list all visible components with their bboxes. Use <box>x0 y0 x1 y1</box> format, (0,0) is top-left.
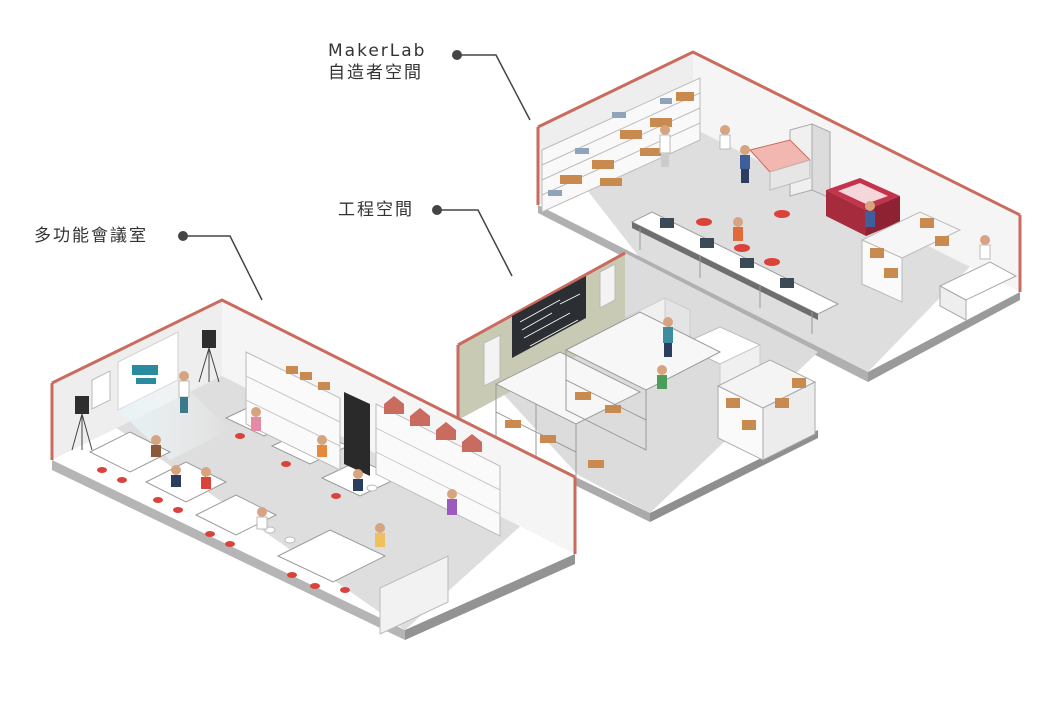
stool-icon <box>97 433 350 593</box>
leader-meeting <box>183 235 263 301</box>
person-icon <box>657 317 673 389</box>
engineering-right-shelf <box>716 359 817 461</box>
makerlab-label: MakerLab 自造者空間 <box>328 40 426 84</box>
leader-dot-icon <box>178 231 188 241</box>
person-icon <box>151 371 457 547</box>
meeting-room <box>50 298 577 640</box>
engineering-door <box>483 334 501 387</box>
engineering-title: 工程空間 <box>338 200 414 220</box>
meeting-window <box>91 370 111 410</box>
engineering-label: 工程空間 <box>338 199 414 221</box>
person-icon <box>659 125 991 260</box>
engineering-racks <box>494 311 722 481</box>
meeting-title: 多功能會議室 <box>34 226 148 246</box>
meeting-label: 多功能會議室 <box>34 225 148 247</box>
engineering-wall-top <box>457 251 626 347</box>
leader-makerlab <box>457 54 531 121</box>
makerlab-shelves <box>541 77 701 213</box>
makerlab-subtitle: 自造者空間 <box>328 63 423 83</box>
leader-dot-icon <box>432 205 442 215</box>
meeting-wall-top <box>51 298 576 479</box>
leader-dot-icon <box>452 50 462 60</box>
speaker-icon <box>71 330 220 451</box>
leader-lines <box>183 54 531 301</box>
blackboard-icon <box>512 276 586 358</box>
meeting-front-edge <box>52 460 405 640</box>
leader-engineering <box>437 209 513 277</box>
makerlab-right-shelves <box>860 211 1018 321</box>
meeting-cubby-shelf <box>379 555 449 635</box>
makerlab-wall-top <box>537 50 1021 217</box>
projector-screen-icon <box>117 331 230 460</box>
makerlab-front-edge <box>868 292 1020 382</box>
makerlab-stools <box>696 210 790 266</box>
meeting-shelves <box>245 351 501 635</box>
meeting-front-edge-2 <box>405 554 575 640</box>
makerlab-work-table <box>630 211 840 334</box>
makerlab-title: MakerLab <box>328 41 427 61</box>
